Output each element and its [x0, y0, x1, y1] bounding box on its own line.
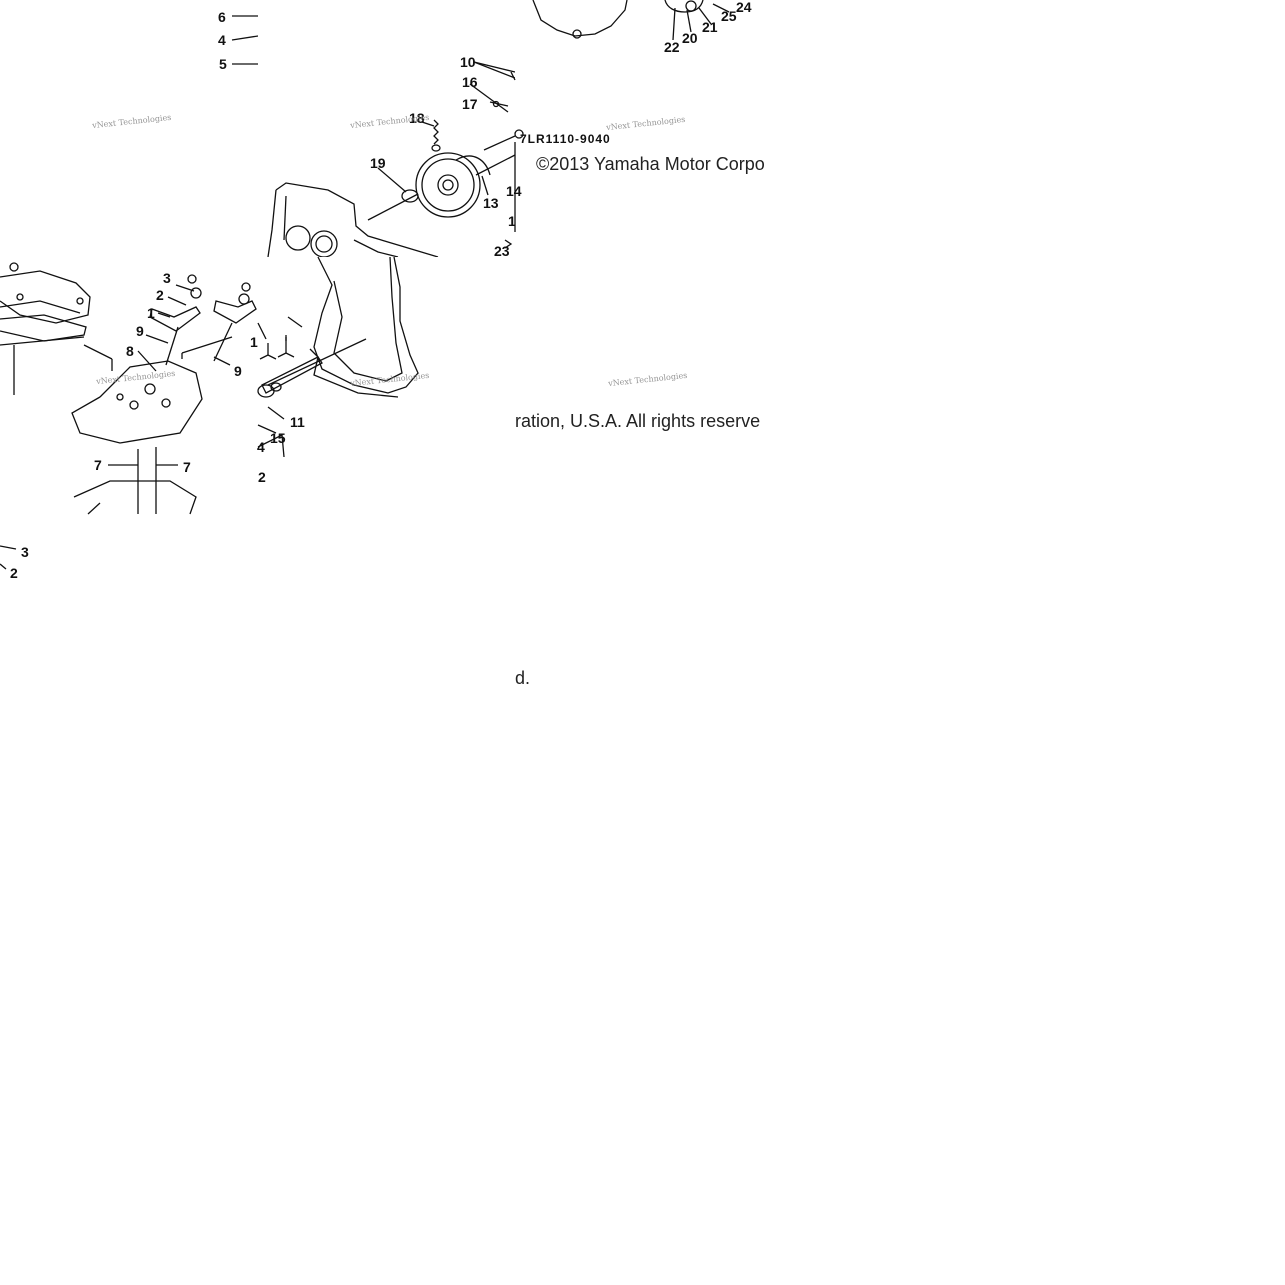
callout-5: 5 [219, 56, 227, 72]
callout-24: 24 [736, 0, 752, 15]
callout-21: 21 [702, 19, 718, 35]
callout-9-right: 9 [234, 363, 242, 379]
diagram-lines-cylinder-head [0, 262, 257, 515]
callout-7-left: 7 [94, 457, 102, 473]
callout-6: 6 [218, 9, 226, 25]
callout-17: 17 [462, 96, 478, 112]
callout-15: 15 [270, 430, 286, 446]
diagram-lines-gear-assembly [267, 61, 516, 258]
callout-10: 10 [460, 54, 476, 70]
callout-11: 11 [290, 414, 305, 430]
callout-19: 19 [370, 155, 386, 171]
copyright-line-1: ©2013 Yamaha Motor Corpo [536, 154, 765, 174]
diagram-tile-center [257, 256, 515, 514]
callout-8: 8 [126, 343, 134, 359]
callout-9-left: 9 [136, 323, 144, 339]
diagram-tile-middle-left [0, 257, 258, 515]
callout-13: 13 [483, 195, 499, 211]
diagram-tile-top-left [0, 0, 259, 257]
callout-22: 22 [664, 39, 680, 55]
callout-20: 20 [682, 30, 698, 46]
callout-14: 14 [506, 183, 522, 199]
callout-1-valve: 1 [250, 334, 258, 350]
callout-4-lower: 4 [257, 439, 265, 455]
callout-1-partial: 1 [508, 213, 516, 229]
watermark-6: vNext Technologies [607, 370, 688, 389]
callout-2-lower: 2 [258, 469, 266, 485]
callout-18: 18 [409, 110, 425, 126]
diagram-lines-lower-gears [504, 0, 730, 249]
callout-2: 2 [156, 287, 164, 303]
callout-1: 1 [147, 305, 155, 321]
callout-16: 16 [462, 74, 478, 90]
callout-2-bottom: 2 [10, 565, 18, 581]
callout-3-bottom: 3 [21, 544, 29, 560]
diagram-tile-top-right [504, 0, 772, 257]
copyright-line-3: d. [515, 668, 531, 688]
copyright-line-2: ration, U.S.A. All rights reserve [515, 411, 761, 431]
diagram-tile-top-middle [258, 0, 516, 258]
callout-4: 4 [218, 32, 226, 48]
part-number: 7LR1110-9040 [520, 132, 611, 146]
callout-23: 23 [494, 243, 510, 259]
callout-3: 3 [163, 270, 171, 286]
diagram-lines-camshaft [257, 256, 419, 458]
diagram-lines-top-left [231, 15, 259, 65]
callout-7-right: 7 [183, 459, 191, 475]
callout-25: 25 [721, 8, 737, 24]
bottom-left-leaders [0, 545, 17, 570]
